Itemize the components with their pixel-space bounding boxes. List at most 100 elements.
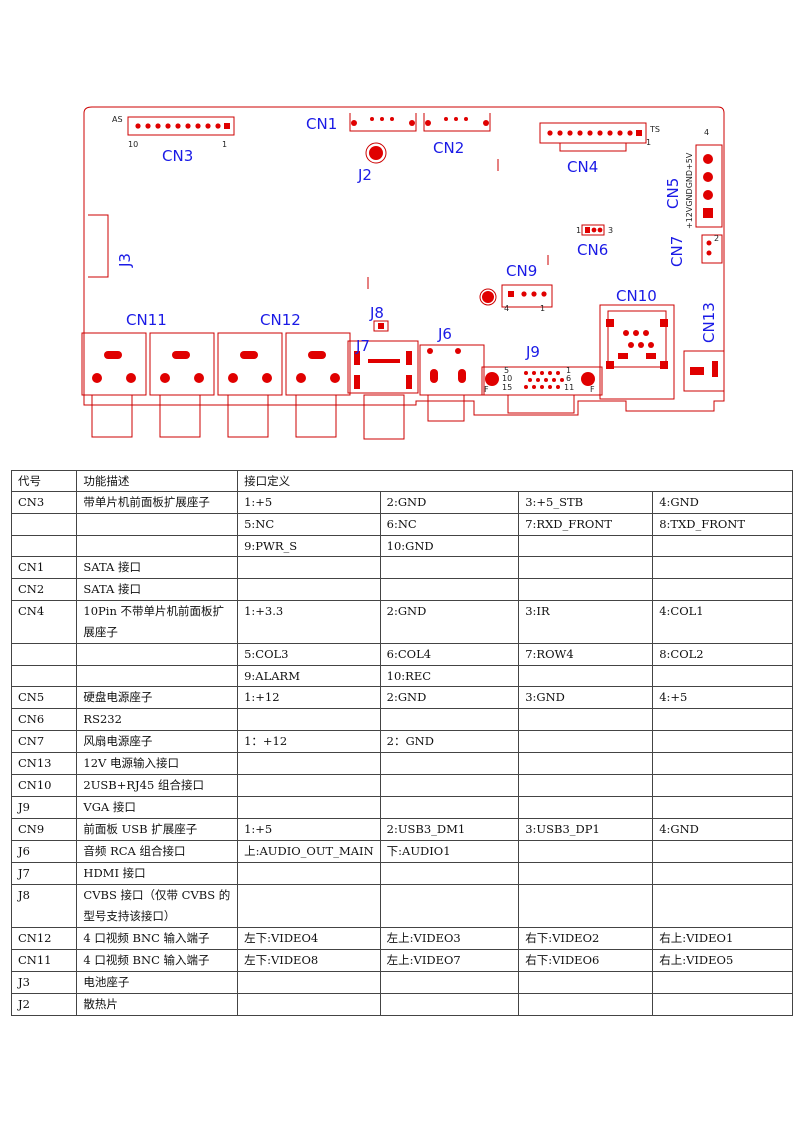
pin-cell	[379, 578, 520, 602]
pin-cell: 右上:VIDEO1	[652, 926, 793, 950]
cn3-label: CN3	[162, 147, 193, 165]
cn9-label: CN9	[506, 262, 537, 280]
code-cell	[10, 643, 78, 666]
pin-cell: 4:+5	[652, 685, 793, 709]
pin-cell	[518, 773, 654, 797]
pin-cell	[652, 970, 793, 994]
header-cell: 代号	[10, 469, 78, 493]
function-cell: SATA 接口	[76, 556, 239, 580]
code-cell: J3	[10, 970, 78, 994]
pin-cell: 左下:VIDEO8	[237, 948, 381, 972]
cn4-outline	[539, 122, 647, 144]
table-header-row: 代号功能描述接口定义	[10, 469, 793, 493]
cn1-label: CN1	[306, 115, 337, 133]
function-cell	[76, 664, 239, 687]
function-cell: 电池座子	[76, 970, 239, 994]
j8-label: J8	[369, 304, 384, 322]
pin-cell	[518, 729, 654, 753]
cn11-left-outline	[81, 332, 147, 396]
cn12-left-outline	[217, 332, 283, 396]
pin-cell	[518, 839, 654, 863]
pin-cell	[652, 861, 793, 885]
cn4-label: CN4	[567, 158, 598, 176]
function-cell: 10Pin 不带单片机前面板扩展座子	[76, 600, 239, 645]
function-cell: RS232	[76, 707, 239, 731]
board-outline	[83, 106, 725, 416]
cn13-outline	[683, 350, 725, 392]
pin-cell	[652, 578, 793, 602]
function-cell: CVBS 接口（仅带 CVBS 的型号支持该接口）	[76, 883, 239, 928]
j6-label: J6	[437, 325, 452, 343]
pin-cell: 5:COL3	[237, 643, 381, 666]
cn9-outline	[501, 284, 553, 308]
pin-cell	[379, 556, 520, 580]
pin-cell: 5:NC	[237, 513, 381, 536]
pin-cell: 2:USB3_DM1	[379, 817, 520, 841]
j3-label: J3	[116, 253, 134, 268]
pin-cell	[652, 664, 793, 687]
pin-cell: 9:ALARM	[237, 664, 381, 687]
cn7-outline	[701, 234, 723, 264]
function-cell: VGA 接口	[76, 795, 239, 819]
pin-cell	[379, 970, 520, 994]
cn10-label: CN10	[616, 287, 657, 305]
function-cell: 带单片机前面板扩展座子	[76, 491, 239, 515]
j2-label: J2	[357, 166, 372, 184]
cn5-label: CN5	[664, 178, 682, 209]
code-cell: CN5	[10, 685, 78, 709]
pin-cell	[652, 534, 793, 558]
cn6-pin1-mark: 1	[576, 226, 581, 235]
pin-cell: 4:GND	[652, 491, 793, 515]
pin-cell: 左下:VIDEO4	[237, 926, 381, 950]
pin-cell	[237, 773, 381, 797]
pin-cell: 2:GND	[379, 600, 520, 645]
pin-cell	[652, 729, 793, 753]
pin-cell	[652, 883, 793, 928]
pin-cell	[379, 861, 520, 885]
cn1-outline	[349, 113, 417, 132]
cn6-pin3-mark: 3	[608, 226, 613, 235]
pin-cell	[652, 839, 793, 863]
cn12-right-outline	[285, 332, 351, 396]
j9-f-left-mark: F	[484, 385, 489, 394]
pin-cell: 7:ROW4	[518, 643, 654, 666]
cn3-as-mark: AS	[112, 115, 123, 124]
pin-cell	[652, 707, 793, 731]
code-cell: CN13	[10, 751, 78, 775]
cn2-outline	[423, 113, 491, 132]
pin-cell: 10:GND	[379, 534, 520, 558]
pin-cell	[237, 883, 381, 928]
pin-cell	[518, 664, 654, 687]
code-cell: J8	[10, 883, 78, 928]
pin-cell	[518, 861, 654, 885]
code-cell: CN10	[10, 773, 78, 797]
pin-cell: 1:+3.3	[237, 600, 381, 645]
code-cell: CN12	[10, 926, 78, 950]
pin-cell: 2:GND	[379, 491, 520, 515]
code-cell: J2	[10, 992, 78, 1016]
cn2-label: CN2	[433, 139, 464, 157]
cn5-outline	[695, 144, 723, 228]
j9-pin5-mark: 5	[504, 366, 509, 375]
pin-cell	[518, 556, 654, 580]
pin-cell	[652, 992, 793, 1016]
pin-cell	[652, 795, 793, 819]
function-cell: 4 口视频 BNC 输入端子	[76, 926, 239, 950]
pin-cell: 2:GND	[379, 685, 520, 709]
